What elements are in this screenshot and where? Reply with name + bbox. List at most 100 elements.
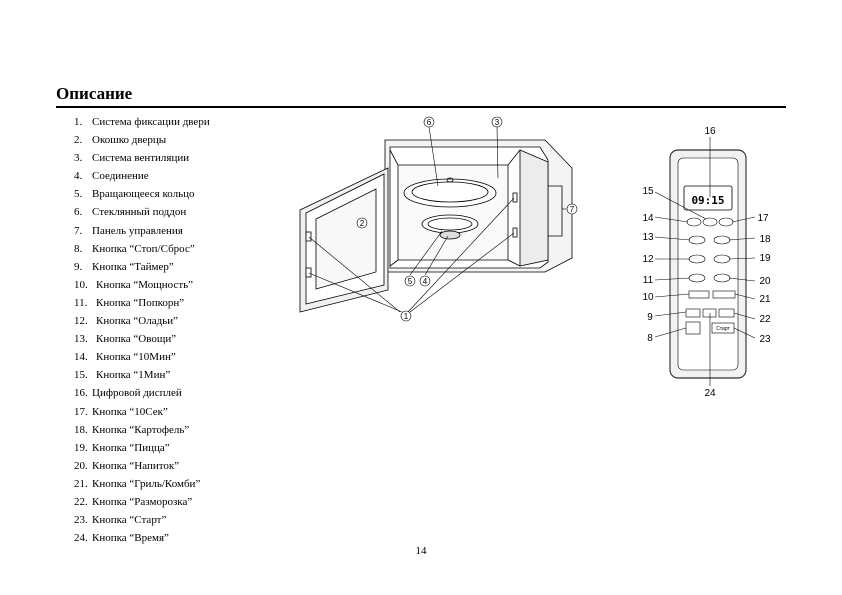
item-number: 6. xyxy=(74,206,83,219)
parts-list-item: 1. Система фиксации двери xyxy=(74,113,210,131)
button-timer xyxy=(685,308,701,318)
item-text: Кнопка “Напиток” xyxy=(92,459,180,472)
item-text: Окошко дверцы xyxy=(92,134,167,147)
parts-list-item: 5. Вращающееся кольцо xyxy=(74,185,210,203)
item-text: Кнопка “Мощность” xyxy=(96,278,194,291)
item-text: Кнопка “10Мин” xyxy=(96,351,176,364)
parts-list-item: 23.Кнопка “Старт” xyxy=(74,511,210,529)
item-number: 7. xyxy=(74,224,83,237)
item-number: 17. xyxy=(74,405,88,418)
oven-callout-numbers: 6 3 7 2 5 4 1 xyxy=(360,118,575,321)
item-number: 21. xyxy=(74,477,88,490)
panel-label-11: 11 xyxy=(643,275,654,286)
parts-list-item: 8. Кнопка “Стоп/Сброс” xyxy=(74,240,210,258)
panel-label-14: 14 xyxy=(642,213,654,224)
parts-list-item: 3.Система вентиляции xyxy=(74,149,210,167)
callout-1: 1 xyxy=(404,312,409,321)
parts-list-item: 24. Кнопка “Время” xyxy=(74,529,210,547)
panel-label-19: 19 xyxy=(759,253,771,264)
oven-illustration xyxy=(299,139,573,313)
callout-6: 6 xyxy=(427,118,432,127)
callout-2: 2 xyxy=(360,219,365,228)
panel-label-12: 12 xyxy=(642,254,654,265)
item-text: Кнопка “Таймер” xyxy=(92,260,174,273)
panel-label-13: 13 xyxy=(642,232,654,243)
item-number: 22. xyxy=(74,495,88,508)
item-number: 20. xyxy=(74,459,88,472)
item-number: 9. xyxy=(74,260,83,273)
item-text: Кнопка “Стоп/Сброс” xyxy=(92,242,195,255)
item-number: 18. xyxy=(74,423,88,436)
callout-5: 5 xyxy=(408,277,413,286)
panel-label-9: 9 xyxy=(647,312,653,323)
panel-label-17: 17 xyxy=(757,213,769,224)
item-text: Стеклянный поддон xyxy=(92,206,187,219)
item-number: 15. xyxy=(74,369,88,382)
item-number: 11. xyxy=(74,296,88,309)
panel-label-18: 18 xyxy=(759,234,771,245)
button-stop-reset xyxy=(685,321,701,335)
panel-label-24: 24 xyxy=(704,388,716,399)
item-number: 2. xyxy=(74,134,83,147)
item-text: Панель управления xyxy=(92,224,183,237)
button-popcorn xyxy=(688,273,706,283)
item-number: 19. xyxy=(74,441,88,454)
panel-label-20: 20 xyxy=(759,276,771,287)
item-number: 13. xyxy=(74,333,88,346)
item-text: Кнопка “Попкорн” xyxy=(96,296,185,309)
parts-list-item: 6. Стеклянный поддон xyxy=(74,203,210,221)
parts-list-item: 22. Кнопка “Разморозка” xyxy=(74,493,210,511)
button-potato xyxy=(713,235,731,245)
button-power xyxy=(688,290,710,299)
display-readout: 09:15 xyxy=(691,194,724,207)
item-number: 8. xyxy=(74,242,83,255)
control-panel-illustration: 09:15 Старт xyxy=(669,149,747,379)
parts-list-item: 10. Кнопка “Мощность” xyxy=(74,276,210,294)
item-text: Кнопка “Картофель” xyxy=(92,423,190,436)
panel-label-23: 23 xyxy=(759,334,771,345)
parts-list-item: 15. Кнопка “1Мин” xyxy=(74,366,210,384)
item-text: Кнопка “10Сек” xyxy=(92,405,168,418)
parts-list-item: 2. Окошко дверцы xyxy=(74,131,210,149)
oven-callouts xyxy=(308,116,578,322)
item-text: Кнопка “Разморозка” xyxy=(92,495,193,508)
panel-label-10: 10 xyxy=(642,292,654,303)
item-text: Кнопка “Пицца” xyxy=(92,441,170,454)
item-number: 12. xyxy=(74,315,88,328)
item-number: 10. xyxy=(74,278,88,291)
start-button-text: Старт xyxy=(716,326,730,332)
parts-list-item: 16. Цифровой дисплей xyxy=(74,384,210,402)
parts-list-item: 19. Кнопка “Пицца” xyxy=(74,439,210,457)
panel-label-16: 16 xyxy=(704,126,716,137)
button-pizza xyxy=(713,254,731,264)
item-text: Цифровой дисплей xyxy=(92,387,182,400)
parts-list-item: 12.Кнопка “Оладьи” xyxy=(74,312,210,330)
button-drink xyxy=(713,273,731,283)
item-text: Кнопка “Время” xyxy=(92,532,169,545)
digital-display xyxy=(683,185,733,211)
parts-list: 1. Система фиксации двери 2. Окошко дверцы 3… xyxy=(74,113,210,547)
callout-3: 3 xyxy=(495,118,500,127)
panel-label-15: 15 xyxy=(642,186,654,197)
item-text: Система фиксации двери xyxy=(92,116,210,128)
parts-list-item: 14.Кнопка “10Мин” xyxy=(74,348,210,366)
parts-list-item: 20. Кнопка “Напиток” xyxy=(74,457,210,475)
item-text: Вращающееся кольцо xyxy=(92,188,195,201)
item-number: 1. xyxy=(74,116,83,128)
panel-label-8: 8 xyxy=(647,333,653,344)
item-number: 3. xyxy=(74,152,83,165)
page-number: 14 xyxy=(415,545,427,557)
item-number: 4. xyxy=(74,170,83,183)
button-1min xyxy=(702,217,718,227)
item-number: 23. xyxy=(74,514,88,527)
button-time xyxy=(702,308,717,318)
item-text: Кнопка “1Мин” xyxy=(96,369,171,382)
item-number: 16. xyxy=(74,387,88,400)
parts-list-item: 11. Кнопка “Попкорн” xyxy=(74,294,210,312)
item-text: Кнопка “Гриль/Комби” xyxy=(92,477,201,490)
item-text: Соединение xyxy=(92,170,149,183)
item-number: 5. xyxy=(74,188,83,201)
parts-list-item: 13.Кнопка “Овощи” xyxy=(74,330,210,348)
item-number: 24. xyxy=(74,532,88,545)
